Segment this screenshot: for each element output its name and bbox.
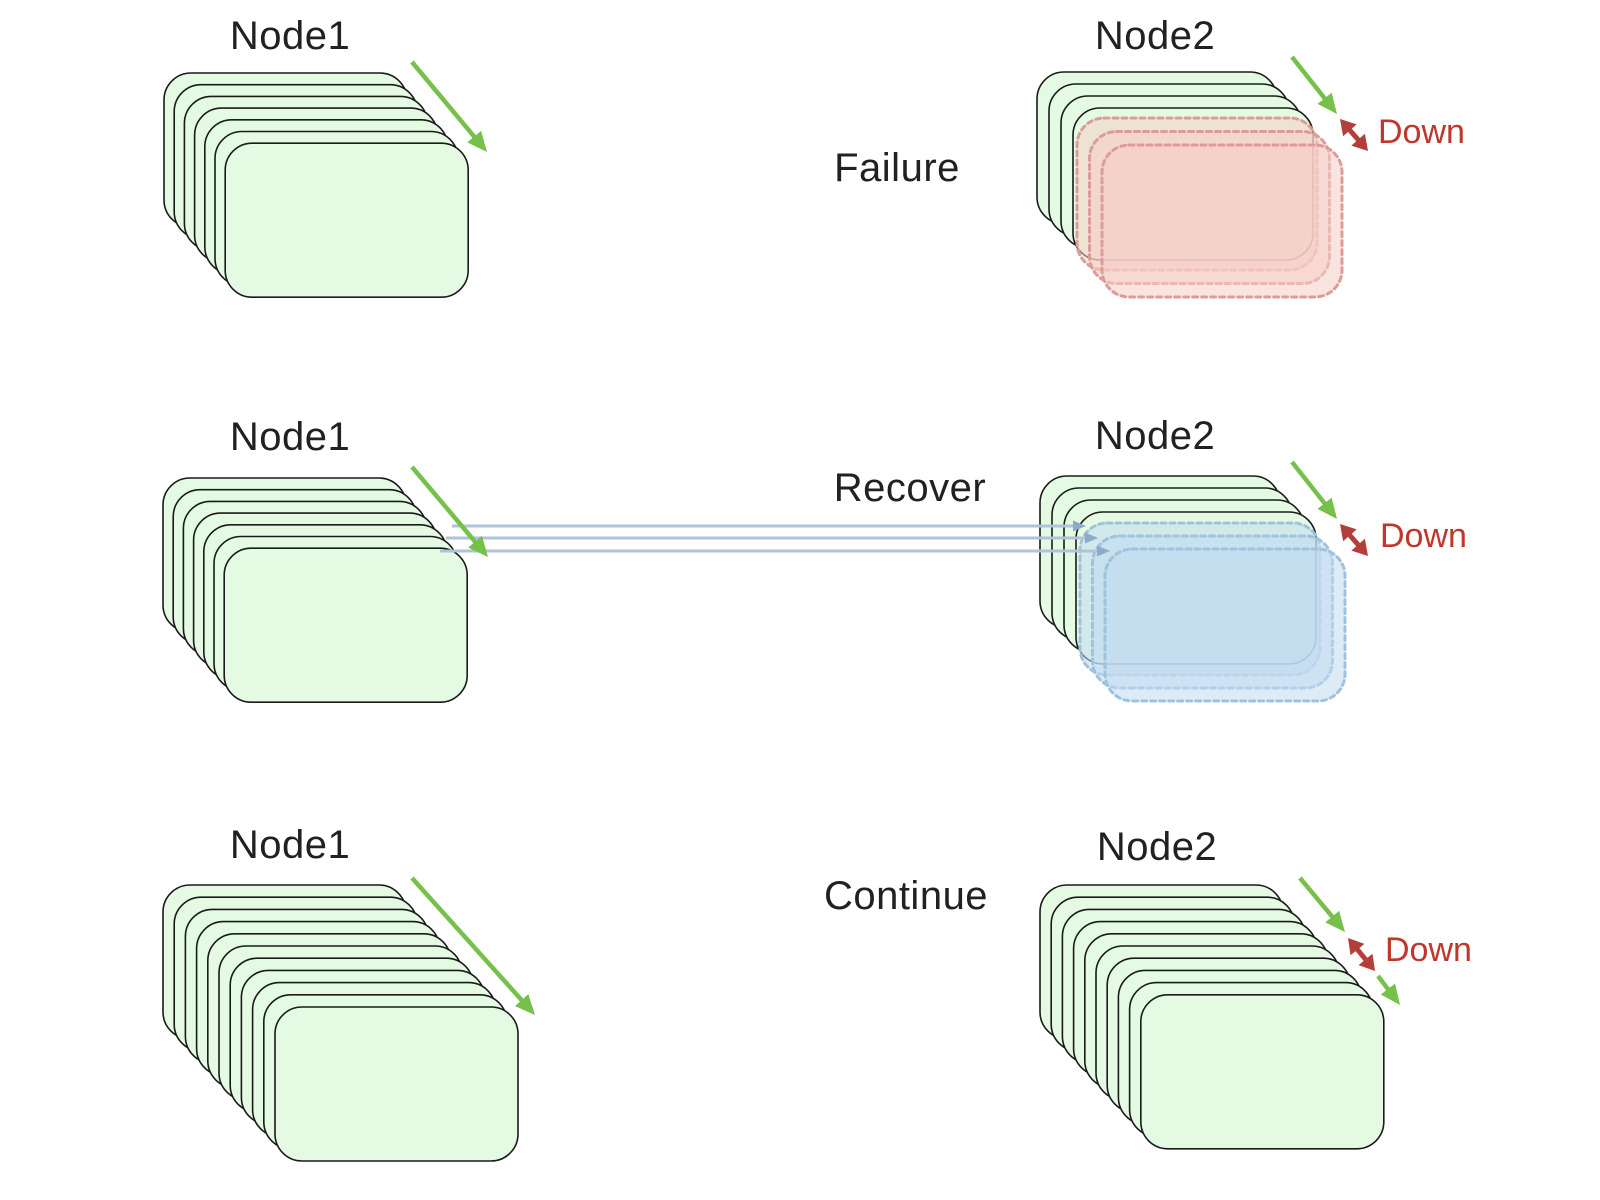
arrowhead-icon xyxy=(467,130,487,152)
arrowhead-icon xyxy=(1340,119,1357,137)
node1-sync-arrow xyxy=(410,60,487,152)
stack-card xyxy=(223,547,468,704)
down-label-row2: Down xyxy=(1380,517,1467,555)
down-label-row3: Down xyxy=(1385,931,1472,969)
arrowhead-icon xyxy=(1380,983,1400,1005)
node1-sync-arrow-line xyxy=(410,876,527,1006)
node2-sync-arrow-upper xyxy=(1298,876,1345,932)
stack-card xyxy=(1100,143,1344,299)
arrowhead-icon xyxy=(1325,910,1345,932)
row-failure xyxy=(163,55,1368,299)
recover-link-1 xyxy=(452,520,1086,532)
scenario-label-continue: Continue xyxy=(823,874,989,918)
scenario-label-failure: Failure xyxy=(834,146,960,190)
arrowhead-icon xyxy=(1340,524,1357,542)
arrowhead-icon xyxy=(1317,497,1337,519)
row-recover xyxy=(162,460,1368,704)
stack-card xyxy=(1140,993,1385,1150)
recover-link-2 xyxy=(446,532,1098,544)
arrowhead-icon xyxy=(1097,545,1110,557)
node1-label-row3: Node1 xyxy=(229,823,351,867)
arrowhead-icon xyxy=(1358,953,1375,971)
node1-label-row2: Node1 xyxy=(229,415,351,459)
recover-link-3 xyxy=(440,545,1110,557)
stack-card xyxy=(1103,547,1347,703)
stack-card xyxy=(274,1006,519,1162)
node2-label-row2: Node2 xyxy=(1094,414,1216,458)
arrowhead-icon xyxy=(1317,92,1337,114)
node2-lost-stack xyxy=(1075,116,1344,299)
down-label-row1: Down xyxy=(1378,113,1465,151)
node1-sync-arrow xyxy=(410,876,535,1015)
down-arrow xyxy=(1340,119,1368,151)
node2-label-row3: Node2 xyxy=(1096,825,1218,869)
stack-card xyxy=(224,142,469,298)
node1-sync-arrow-line xyxy=(410,465,481,547)
scenario-label-recover: Recover xyxy=(833,466,987,510)
down-arrow xyxy=(1340,524,1368,556)
node2-restore-stack xyxy=(1078,521,1347,703)
arrowhead-icon xyxy=(514,994,535,1015)
arrowhead-icon xyxy=(1085,532,1098,544)
arrowhead-icon xyxy=(468,535,488,557)
node2-label-row1: Node2 xyxy=(1094,14,1216,58)
node1-stack xyxy=(163,72,469,298)
node1-stack xyxy=(162,477,468,704)
node2-stack xyxy=(1039,884,1385,1150)
arrowhead-icon xyxy=(1348,938,1365,956)
arrowhead-icon xyxy=(1351,538,1368,556)
node2-sync-arrow-line xyxy=(1290,460,1330,509)
row-continue xyxy=(162,876,1400,1162)
arrowhead-icon xyxy=(1351,133,1368,151)
node2-sync-arrow xyxy=(1290,460,1337,519)
node1-sync-arrow xyxy=(410,465,488,557)
node2-sync-arrow xyxy=(1290,55,1337,114)
node1-label-row1: Node1 xyxy=(229,14,351,58)
node1-stack xyxy=(162,884,519,1162)
arrowhead-icon xyxy=(1073,520,1086,532)
node2-sync-arrow-upper-line xyxy=(1298,876,1338,922)
down-arrow xyxy=(1348,938,1375,971)
node1-sync-arrow-line xyxy=(410,60,480,142)
node2-sync-arrow-line xyxy=(1290,55,1330,104)
node2-sync-arrow-lower xyxy=(1376,974,1400,1005)
